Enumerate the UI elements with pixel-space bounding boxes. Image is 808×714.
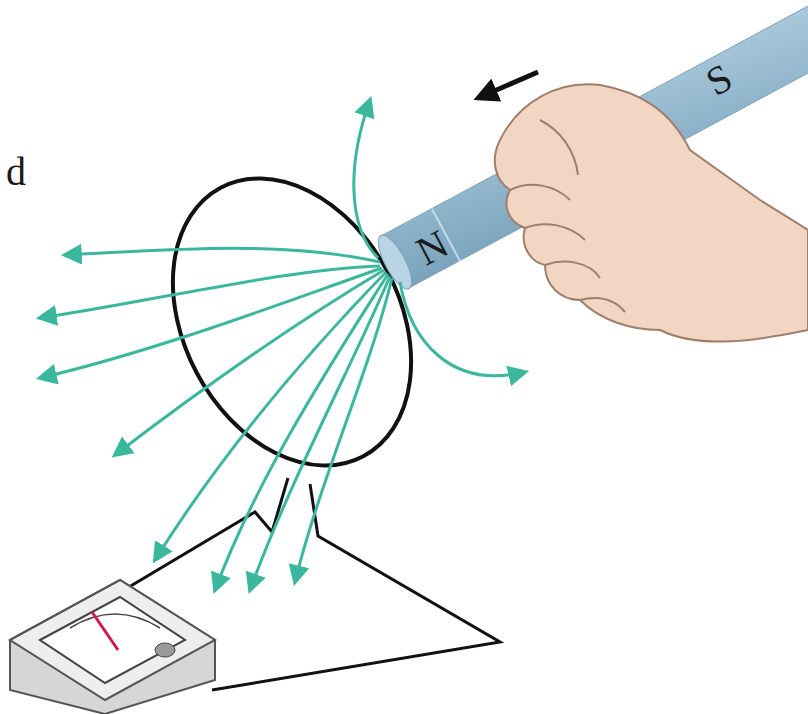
hand <box>495 84 808 341</box>
wire-loop <box>125 137 458 507</box>
circuit-wire <box>40 478 500 690</box>
galvanometer <box>10 580 215 714</box>
cropped-caption-letter: d <box>6 152 26 192</box>
motion-arrow <box>478 72 538 98</box>
field-lines <box>40 100 525 590</box>
